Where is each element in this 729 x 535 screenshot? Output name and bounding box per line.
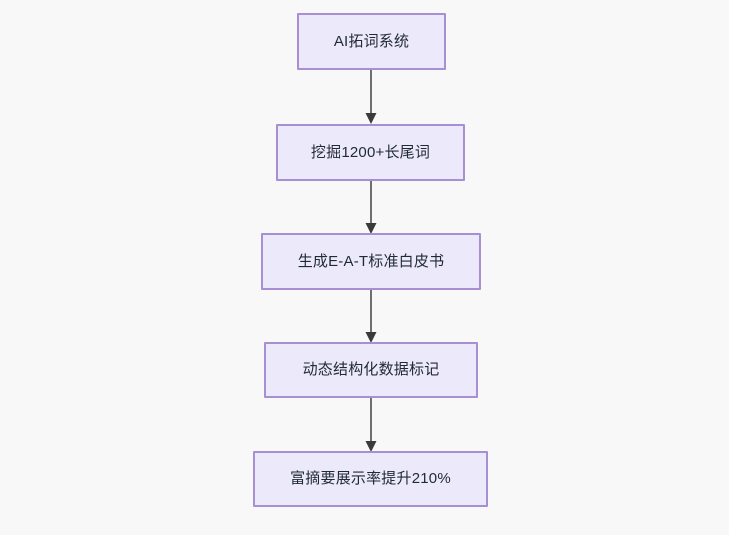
- flow-node-label: 生成E-A-T标准白皮书: [297, 252, 445, 270]
- flow-node-mine-longtail-keywords[interactable]: 挖掘1200+长尾词: [276, 124, 465, 181]
- edge-n1-n2: [365, 68, 377, 124]
- flow-node-ai-keyword-system[interactable]: AI拓词系统: [297, 13, 446, 70]
- flow-node-dynamic-structured-data-markup[interactable]: 动态结构化数据标记: [264, 342, 478, 398]
- flow-node-label: 挖掘1200+长尾词: [310, 143, 431, 161]
- flow-node-label: AI拓词系统: [333, 32, 410, 50]
- edge-n3-n4: [365, 288, 377, 343]
- flow-node-generate-eat-whitepaper[interactable]: 生成E-A-T标准白皮书: [261, 233, 481, 290]
- flow-node-rich-snippet-impression-lift[interactable]: 富摘要展示率提升210%: [253, 451, 488, 507]
- edge-n4-n5: [365, 396, 377, 452]
- flow-node-label: 富摘要展示率提升210%: [290, 470, 451, 487]
- edge-n2-n3: [365, 179, 377, 234]
- flow-node-label: 动态结构化数据标记: [302, 361, 440, 378]
